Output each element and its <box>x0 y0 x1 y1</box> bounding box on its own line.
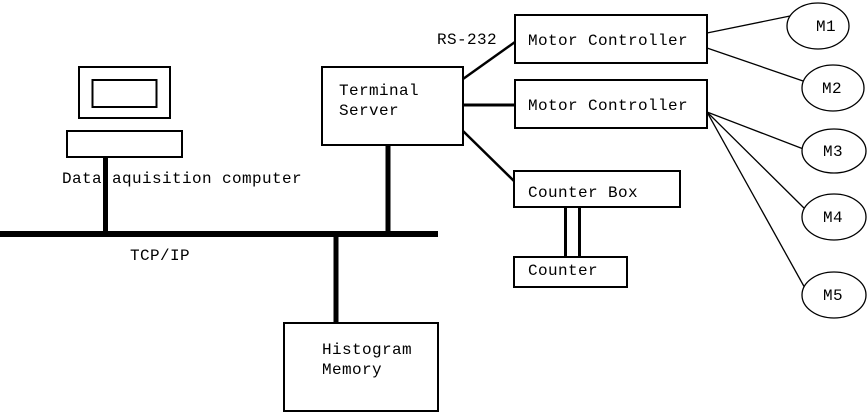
motor-controller-2-box <box>514 79 708 129</box>
rs232-label: RS-232 <box>437 31 498 49</box>
link-motor1-to-m2-line <box>706 47 807 83</box>
counter-box-label: Counter Box <box>528 184 639 202</box>
link-motor1-to-m1-line <box>706 15 791 34</box>
histogram-memory-box <box>283 322 439 412</box>
counter-box <box>513 256 628 288</box>
link-motor2-to-m5-line <box>706 111 807 291</box>
motor-controller-1-box <box>514 14 708 64</box>
tcpip-label: TCP/IP <box>130 247 191 265</box>
counter-box-box <box>513 170 681 208</box>
histogram-memory-label: Histogram Memory <box>322 341 413 379</box>
motor-controller-2-label: Motor Controller <box>528 97 689 115</box>
link-motor2-to-m3-line <box>706 111 807 151</box>
link-terminal-to-motor1-line <box>462 40 516 81</box>
motor-m2-ellipse <box>801 64 865 112</box>
link-motor2-to-m4-line <box>706 111 807 211</box>
terminal-server-label: Terminal Server <box>339 82 420 120</box>
motor-m1-ellipse <box>786 2 850 50</box>
terminal-server-box <box>321 66 464 146</box>
motor-m5-ellipse <box>801 271 867 319</box>
keyboard-icon <box>66 130 183 158</box>
motor-m2-label: M2 <box>822 80 843 98</box>
data-acquisition-computer-label: Data aquisition computer <box>62 170 303 188</box>
motor-m5-label: M5 <box>823 287 844 305</box>
motor-m4-ellipse <box>801 193 867 241</box>
monitor-screen-icon <box>91 79 158 108</box>
link-terminal-to-counterbox-line <box>462 130 517 184</box>
motor-controller-1-label: Motor Controller <box>528 32 689 50</box>
motor-m3-label: M3 <box>823 143 844 161</box>
motor-m4-label: M4 <box>823 209 844 227</box>
motor-m3-ellipse <box>801 128 867 174</box>
motor-m1-label: M1 <box>816 18 837 36</box>
counter-label: Counter <box>528 262 599 280</box>
